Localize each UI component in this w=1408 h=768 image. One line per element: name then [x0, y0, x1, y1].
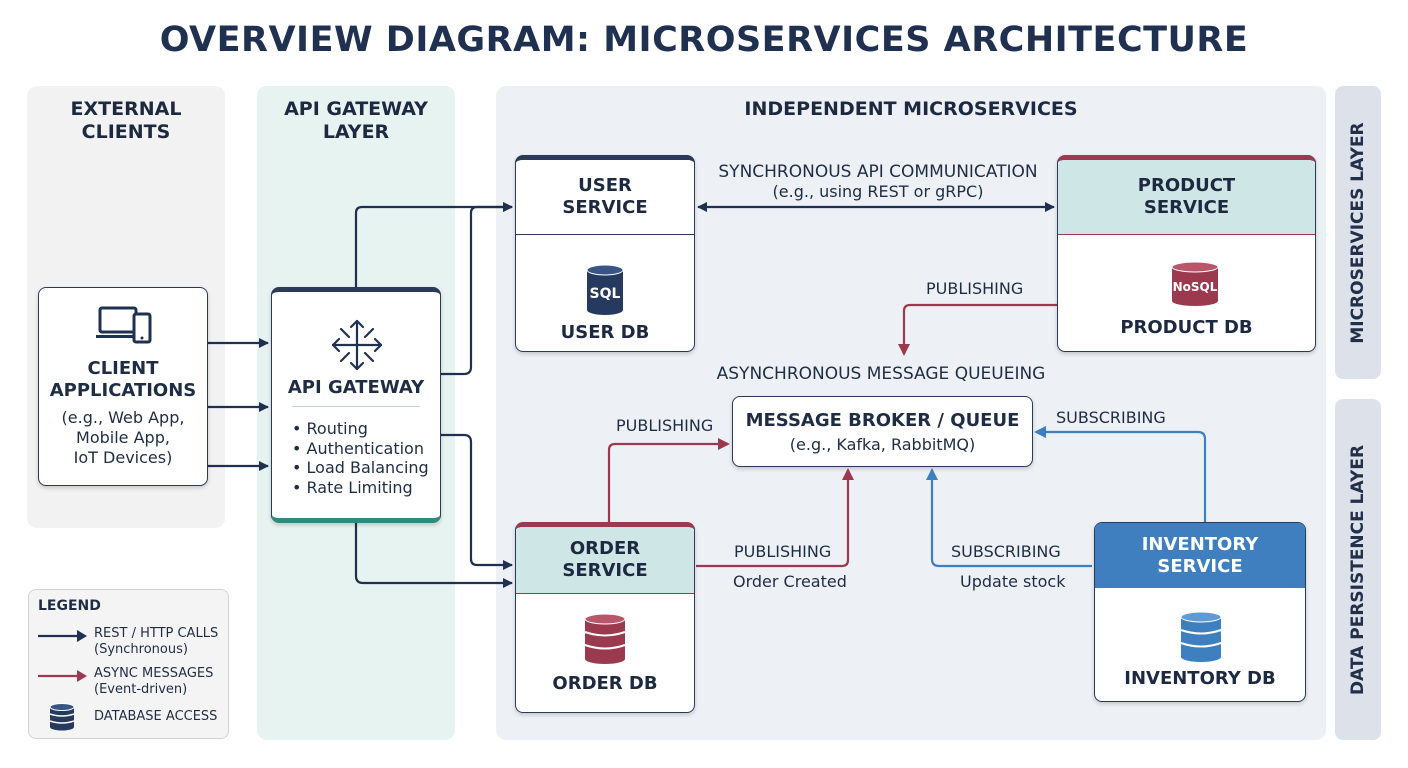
sync-communication-subtitle: (e.g., using REST or gRPC)	[772, 182, 984, 201]
inventory-database-icon	[1180, 611, 1222, 662]
gateway-to-order-arrow-a	[441, 433, 513, 570]
subscribing-label-top: SUBSCRIBING	[1056, 408, 1166, 427]
red-arrow-icon	[38, 670, 87, 682]
order-publishing-arrow-right	[696, 468, 854, 568]
api-gateway-lane-title: API GATEWAY LAYER	[284, 98, 428, 143]
product-publishing-label: PUBLISHING	[926, 279, 1024, 298]
data-persistence-layer-tab: DATA PERSISTENCE LAYER	[1335, 399, 1381, 740]
legend-rest-label: REST / HTTP CALLS	[94, 626, 219, 641]
gateway-to-user-arrow-b	[441, 202, 513, 376]
sql-database-icon	[586, 264, 624, 315]
async-queueing-label: ASYNCHRONOUS MESSAGE QUEUEING	[716, 364, 1046, 384]
order-created-label: Order Created	[733, 572, 847, 591]
message-broker-box: MESSAGE BROKER / QUEUE (e.g., Kafka, Rab…	[732, 396, 1033, 467]
gateway-feature-authentication: • Authentication	[292, 439, 424, 458]
gateway-feature-rate-limiting: • Rate Limiting	[292, 478, 413, 497]
legend-rest-sub: (Synchronous)	[94, 642, 188, 657]
laptop-phone-icon	[96, 306, 152, 344]
message-broker-subtitle: (e.g., Kafka, RabbitMQ)	[789, 435, 976, 454]
product-db-icon-text: NoSQL	[1172, 280, 1218, 294]
order-service-header: ORDER SERVICE	[516, 527, 694, 594]
client-applications-description: (e.g., Web App, Mobile App, IoT Devices)	[61, 408, 185, 467]
gateway-feature-load-balancing: • Load Balancing	[292, 458, 429, 477]
order-publishing-arrow-left	[607, 438, 730, 522]
inventory-subscribing-arrow-left	[926, 468, 1092, 568]
subscribing-label-inventory: SUBSCRIBING	[951, 542, 1061, 561]
user-db-icon-text: SQL	[589, 286, 621, 302]
order-publishing-label-right: PUBLISHING	[734, 542, 832, 561]
microservices-lane-title: INDEPENDENT MICROSERVICES	[744, 98, 1078, 120]
client-applications-title: CLIENT APPLICATIONS	[49, 358, 197, 401]
order-database-icon	[584, 613, 626, 664]
gateway-feature-routing: • Routing	[292, 419, 368, 438]
legend-box: LEGEND REST / HTTP CALLS (Synchronous) A…	[28, 589, 229, 739]
api-gateway-divider	[292, 406, 420, 407]
nosql-database-icon	[1171, 261, 1219, 306]
gateway-to-user-arrow-a	[354, 202, 513, 287]
gateway-to-order-arrow-b	[354, 523, 513, 588]
product-db-label: PRODUCT DB	[1120, 317, 1253, 338]
order-service-title: ORDER SERVICE	[562, 538, 648, 581]
update-stock-label: Update stock	[960, 572, 1066, 591]
external-clients-lane-title: EXTERNAL CLIENTS	[70, 98, 182, 143]
api-gateway-box: API GATEWAY • Routing • Authentication •…	[271, 287, 441, 523]
legend-async-label: ASYNC MESSAGES	[94, 666, 214, 681]
order-service-box: ORDER SERVICE ORDER DB	[515, 522, 695, 713]
sync-communication-title: SYNCHRONOUS API COMMUNICATION	[718, 162, 1038, 182]
client-applications-box: CLIENT APPLICATIONS (e.g., Web App, Mobi…	[38, 287, 208, 486]
legend-async-sub: (Event-driven)	[94, 682, 188, 697]
page-title: OVERVIEW DIAGRAM: MICROSERVICES ARCHITEC…	[159, 20, 1249, 60]
order-publishing-label-left: PUBLISHING	[616, 416, 714, 435]
user-service-header: USER SERVICE	[516, 160, 694, 235]
product-publishing-arrow	[898, 303, 1057, 356]
order-db-label: ORDER DB	[552, 673, 658, 694]
legend-title: LEGEND	[38, 598, 101, 614]
navy-arrow-icon	[38, 630, 87, 642]
inventory-db-label: INVENTORY DB	[1124, 668, 1276, 689]
microservices-layer-tab: MICROSERVICES LAYER	[1335, 86, 1381, 379]
inventory-service-title: INVENTORY SERVICE	[1141, 533, 1259, 577]
inventory-subscribing-arrow-top	[1034, 426, 1207, 522]
product-service-box: PRODUCT SERVICE NoSQL PRODUCT DB	[1057, 155, 1316, 352]
user-service-box: USER SERVICE SQL USER DB	[515, 155, 695, 352]
database-icon	[49, 703, 75, 731]
legend-database-label: DATABASE ACCESS	[94, 709, 218, 724]
message-broker-title: MESSAGE BROKER / QUEUE	[745, 410, 1020, 431]
user-db-label: USER DB	[560, 322, 650, 343]
product-service-title: PRODUCT SERVICE	[1137, 175, 1236, 218]
inventory-service-box: INVENTORY SERVICE INVENTORY DB	[1094, 522, 1306, 702]
api-gateway-title: API GATEWAY	[287, 377, 425, 398]
user-service-title: USER SERVICE	[562, 175, 648, 218]
product-service-header: PRODUCT SERVICE	[1058, 160, 1315, 235]
arrows-expand-icon	[331, 319, 383, 371]
inventory-service-header: INVENTORY SERVICE	[1095, 523, 1305, 588]
